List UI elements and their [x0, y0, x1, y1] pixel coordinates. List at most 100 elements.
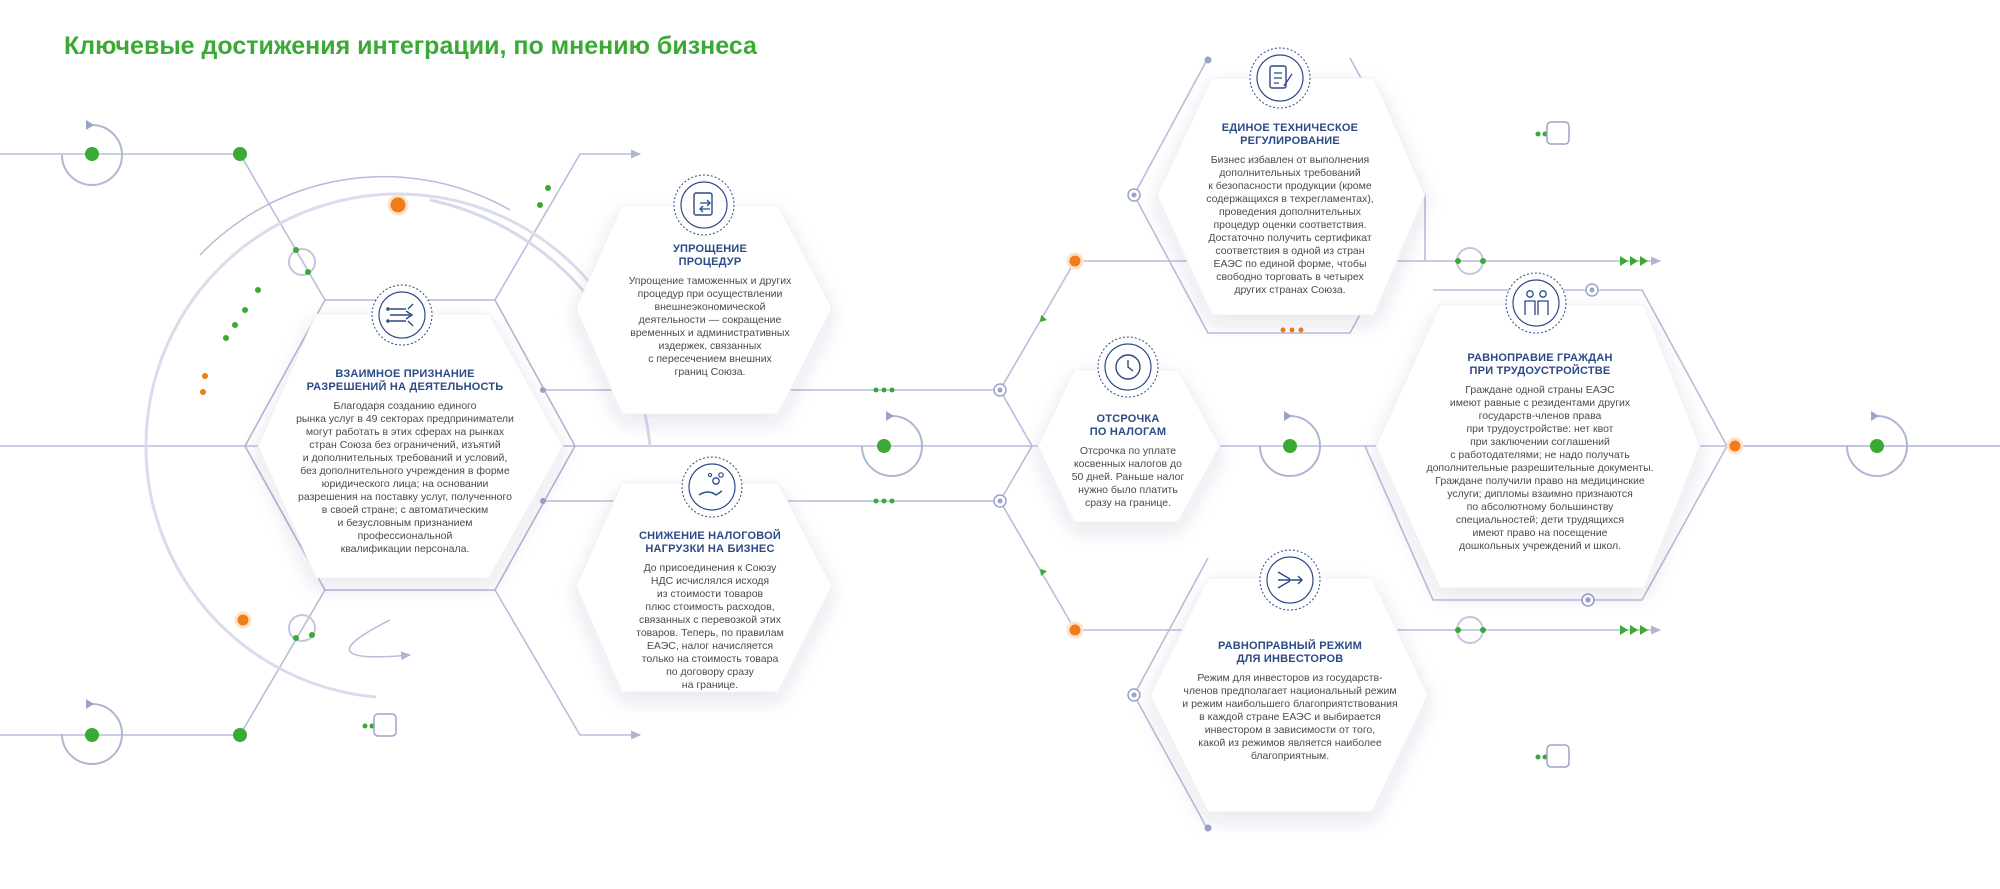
card-line: Граждане получили право на медицинские: [1435, 475, 1645, 487]
card-title-line: ПРИ ТРУДОУСТРОЙСТВЕ: [1469, 365, 1611, 377]
card-line: косвенных налогов до: [1073, 458, 1183, 470]
card-body: Бизнес избавлен от выполнения дополнител…: [1190, 154, 1390, 297]
card-line: товаров. Теперь, по правилам: [636, 627, 784, 639]
card-body: До присоединения к Союзу НДС исчислялся …: [610, 562, 810, 692]
card-line: к безопасности продукции (кроме: [1208, 180, 1372, 192]
document-exchange-icon: [673, 174, 735, 236]
card-line: с работодателями; не надо получать: [1450, 449, 1630, 461]
card-line: благоприятным.: [1250, 750, 1330, 762]
card-line: и безусловным признанием: [337, 517, 473, 529]
green-dots: [85, 131, 1884, 760]
card-line: Упрощение таможенных и других: [628, 275, 792, 287]
card-tax-burden: СНИЖЕНИЕ НАЛОГОВОЙ НАГРУЗКИ НА БИЗНЕС До…: [610, 530, 810, 692]
card-line: при заключении соглашений: [1470, 436, 1610, 448]
card-line: процедур оценки соответствия.: [1213, 219, 1367, 231]
card-simplification: УПРОЩЕНИЕ ПРОЦЕДУР Упрощение таможенных …: [610, 243, 810, 379]
card-line: рынка услуг в 49 секторах предпринимател…: [296, 413, 514, 425]
card-line: ЕАЭС, налог начисляется: [646, 640, 774, 652]
card-title: СНИЖЕНИЕ НАЛОГОВОЙ НАГРУЗКИ НА БИЗНЕС: [610, 530, 810, 556]
card-title: ОТСРОЧКА ПО НАЛОГАМ: [1058, 413, 1198, 439]
card-line: какой из режимов является наиболее: [1198, 737, 1382, 749]
card-title: ЕДИНОЕ ТЕХНИЧЕСКОЕ РЕГУЛИРОВАНИЕ: [1190, 122, 1390, 148]
card-line: при трудоустройстве: нет квот: [1466, 423, 1614, 435]
card-line: по абсолютному большинству: [1466, 501, 1614, 513]
card-body: Граждане одной страны ЕАЭС имеют равные …: [1420, 384, 1660, 553]
card-line: связанных с перевозкой этих: [638, 614, 782, 626]
card-line: 50 дней. Раньше налог: [1071, 471, 1185, 483]
card-line: в каждой стране ЕАЭС и выбирается: [1199, 711, 1381, 723]
card-line: Режим для инвесторов из государств-: [1197, 672, 1383, 684]
card-line: Отсрочка по уплате: [1079, 445, 1177, 457]
hex-equal-employment: [1375, 304, 1701, 589]
card-title-line: ЕДИНОЕ ТЕХНИЧЕСКОЕ: [1221, 122, 1359, 134]
hexagons: [257, 77, 1701, 813]
card-title-line: ВЗАИМНОЕ ПРИЗНАНИЕ: [335, 368, 475, 380]
card-line: из стоимости товаров: [656, 588, 764, 600]
card-line: на границе.: [681, 679, 739, 691]
card-line: разрешения на поставку услуг, полученног…: [298, 491, 512, 503]
card-line: дополнительные разрешительные документы.: [1426, 462, 1654, 474]
node-markers-inner: [86, 56, 1879, 832]
hex-mutual: [257, 313, 564, 579]
card-title-line: СНИЖЕНИЕ НАЛОГОВОЙ: [639, 530, 781, 542]
card-title-line: ДЛЯ ИНВЕСТОРОВ: [1236, 653, 1344, 665]
card-title-line: ПО НАЛОГАМ: [1089, 426, 1167, 438]
card-title-line: РЕГУЛИРОВАНИЕ: [1240, 135, 1340, 147]
card-line: содержащихся в техрегламентах),: [1206, 193, 1374, 205]
card-line: государств-членов права: [1478, 410, 1602, 422]
card-title-line: ПРОЦЕДУР: [678, 256, 742, 268]
orbit-circles: [61, 124, 1908, 765]
card-line: Благодаря созданию единого: [333, 400, 477, 412]
orange-dots: [200, 194, 1744, 639]
card-line: плюс стоимость расходов,: [645, 601, 775, 613]
card-line: До присоединения к Союзу: [643, 562, 777, 574]
card-line: с пересечением внешних: [648, 353, 772, 365]
card-body: Отсрочка по уплате косвенных налогов до …: [1058, 445, 1198, 510]
card-line: внешнеэкономической: [654, 301, 766, 313]
page-title: Ключевые достижения интеграции, по мнени…: [64, 32, 757, 60]
card-line: других странах Союза.: [1234, 284, 1346, 296]
card-line: услуги; дипломы взаимно признаются: [1447, 488, 1633, 500]
card-line: ЕАЭС по единой форме, чтобы: [1213, 258, 1367, 270]
card-line: без дополнительного учреждения в форме: [300, 465, 510, 477]
card-title-line: РАВНОПРАВИЕ ГРАЖДАН: [1467, 352, 1613, 364]
hex-investors: [1149, 577, 1429, 813]
arrows-network-icon: [371, 284, 433, 346]
people-icon: [1505, 272, 1567, 334]
document-pen-icon: [1249, 47, 1311, 109]
card-line: юридического лица; на основании: [321, 478, 489, 490]
card-line: и режим наибольшего благоприятствования: [1182, 698, 1398, 710]
card-tax-deferral: ОТСРОЧКА ПО НАЛОГАМ Отсрочка по уплате к…: [1058, 413, 1198, 510]
card-title: УПРОЩЕНИЕ ПРОЦЕДУР: [610, 243, 810, 269]
hex-tax-deferral: [1037, 369, 1221, 523]
card-line: нужно было платить: [1078, 484, 1178, 496]
clock-icon: [1097, 336, 1159, 398]
card-equal-employment: РАВНОПРАВИЕ ГРАЖДАН ПРИ ТРУДОУСТРОЙСТВЕ …: [1420, 352, 1660, 553]
card-line: в своей стране; с автоматическим: [321, 504, 489, 516]
card-line: инвестором в зависимости от того,: [1204, 724, 1376, 736]
card-line: Граждане одной страны ЕАЭС: [1465, 384, 1615, 396]
card-line: имеют право на посещение: [1472, 527, 1608, 539]
card-line: дошкольных учреждений и школ.: [1458, 540, 1622, 552]
card-line: деятельности — сокращение: [638, 314, 782, 326]
card-line: профессиональной: [357, 530, 453, 542]
card-line: НДС исчислялся исходя: [650, 575, 770, 587]
card-line: процедур при осуществлении: [637, 288, 783, 300]
card-line: имеют равные с резидентами других: [1449, 397, 1631, 409]
card-line: проведения дополнительных: [1218, 206, 1362, 218]
card-line: и дополнительных требований и условий,: [302, 452, 508, 464]
card-title-line: ОТСРОЧКА: [1096, 413, 1160, 425]
hex-simplification: [575, 204, 833, 415]
card-line: по договору сразу: [666, 666, 754, 678]
funnel-arrows-icon: [1259, 549, 1321, 611]
card-title: РАВНОПРАВНЫЙ РЕЖИМ ДЛЯ ИНВЕСТОРОВ: [1170, 640, 1410, 666]
card-title-line: УПРОЩЕНИЕ: [672, 243, 748, 255]
card-line: сразу на границе.: [1084, 497, 1172, 509]
card-investors: РАВНОПРАВНЫЙ РЕЖИМ ДЛЯ ИНВЕСТОРОВ Режим …: [1170, 640, 1410, 763]
card-title-line: РАЗРЕШЕНИЙ НА ДЕЯТЕЛЬНОСТЬ: [306, 381, 504, 393]
card-line: временных и административных: [630, 327, 790, 339]
card-line: свободно торговать в четырех: [1216, 271, 1364, 283]
card-line: издержек, связанных: [658, 340, 762, 352]
hex-tax-burden: [575, 482, 833, 693]
